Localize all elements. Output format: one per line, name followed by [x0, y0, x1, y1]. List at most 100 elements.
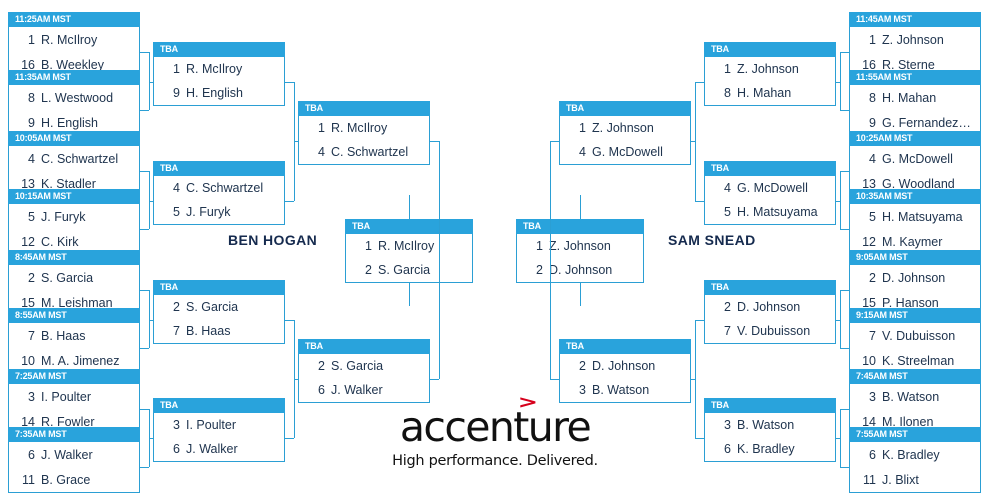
player-seed: 13 [21, 176, 35, 191]
player-name: Z. Johnson [549, 239, 611, 253]
player-name: G. Fernandez… [882, 115, 971, 130]
match-time-header: 10:35AM MST [849, 189, 981, 204]
player-seed: 2 [365, 263, 372, 277]
connector-feed [836, 201, 840, 202]
player-seed: 4 [173, 181, 180, 195]
match-time-header: 7:35AM MST [8, 427, 140, 442]
player-name: B. Watson [882, 389, 940, 404]
match-time-header: TBA [153, 42, 285, 57]
